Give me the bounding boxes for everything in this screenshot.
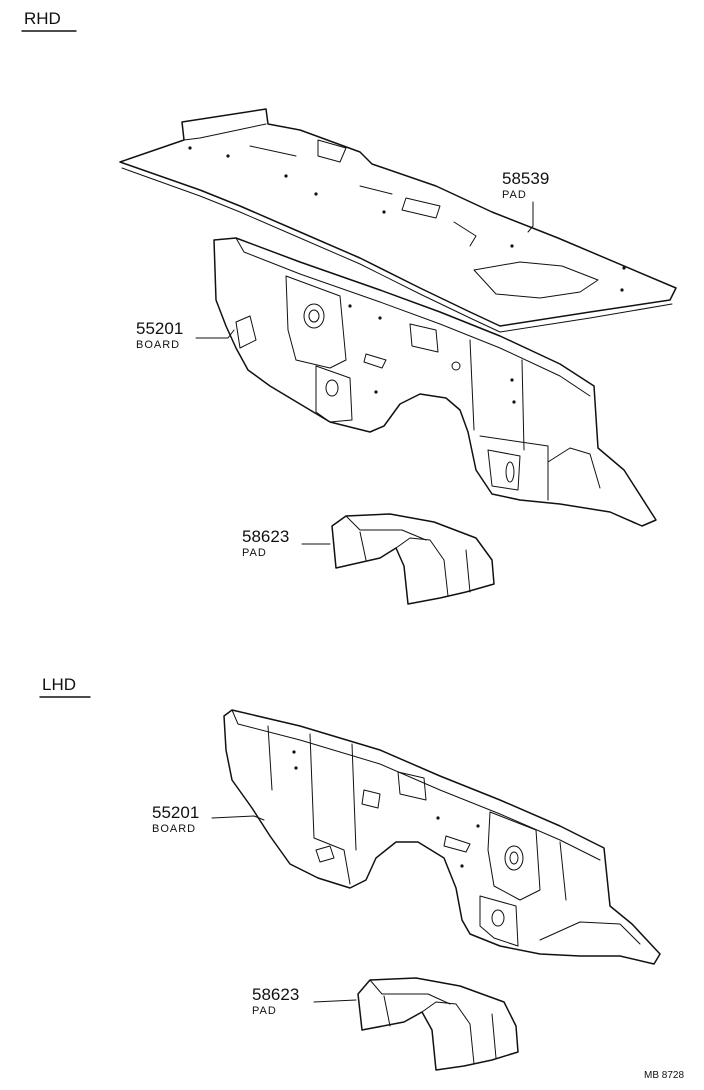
rhd-pad-58539-drawing <box>119 108 677 333</box>
leader-58539 <box>527 201 534 233</box>
lhd-part-name-58623: PAD <box>252 1005 277 1017</box>
diagram-reference-code: MB 8728 <box>644 1070 684 1081</box>
rhd-pad-58623-drawing <box>331 513 495 605</box>
rhd-section-label: RHD <box>24 9 61 28</box>
lhd-part-name-55201: BOARD <box>152 823 196 835</box>
lhd-part-number-58623: 58623 <box>252 985 299 1004</box>
leader-lhd-55201 <box>211 815 265 821</box>
lhd-board-55201-drawing <box>223 709 661 965</box>
rhd-part-name-58623: PAD <box>242 547 267 559</box>
lhd-section-label: LHD <box>42 675 76 694</box>
rhd-part-number-58539: 58539 <box>502 169 549 188</box>
rhd-part-number-58623: 58623 <box>242 527 289 546</box>
rhd-board-55201-drawing <box>213 237 657 527</box>
leader-lhd-58623 <box>313 999 357 1003</box>
leader-rhd-55201 <box>195 329 235 339</box>
rhd-part-number-55201: 55201 <box>136 319 183 338</box>
rhd-part-name-58539: PAD <box>502 189 527 201</box>
rhd-part-name-55201: BOARD <box>136 339 180 351</box>
lhd-pad-58623-drawing <box>357 977 519 1071</box>
lhd-part-number-55201: 55201 <box>152 803 199 822</box>
